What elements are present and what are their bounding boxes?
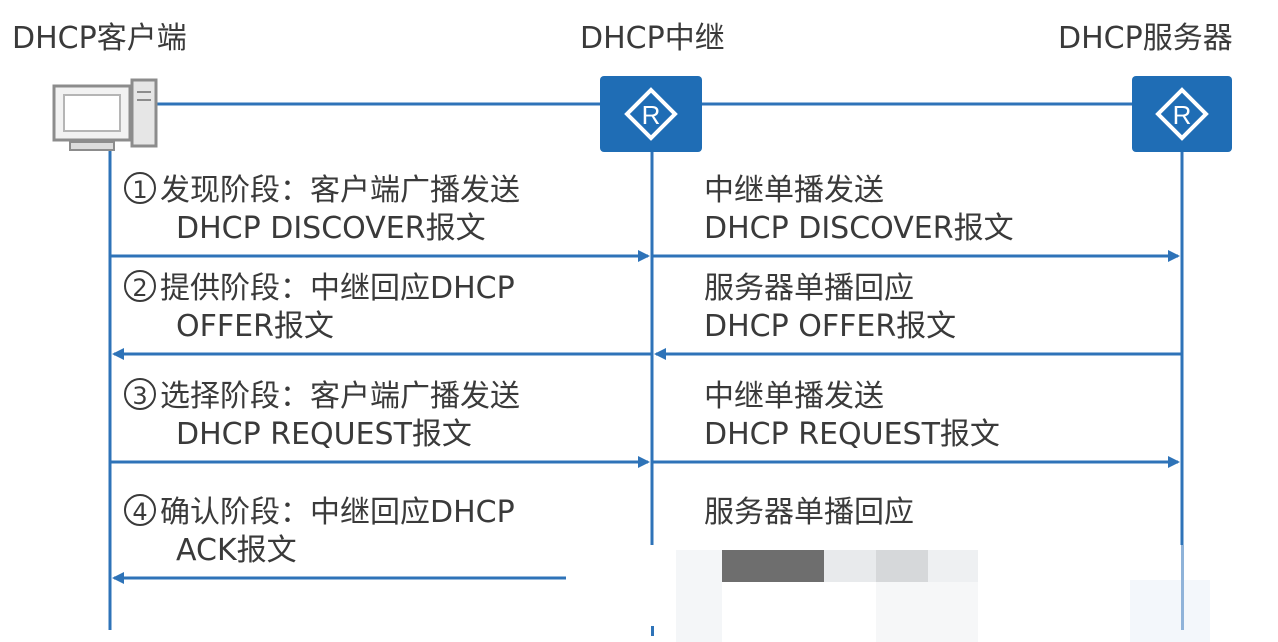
step4-right-text: 服务器单播回应	[704, 495, 914, 530]
watermark-block	[1130, 580, 1210, 642]
step2-number: 2	[124, 270, 156, 302]
watermark-block	[824, 550, 876, 582]
step4-number: 4	[124, 494, 156, 526]
watermark-block	[876, 550, 928, 582]
server-router-letter: R	[1173, 100, 1192, 130]
server-router-icon: R	[1132, 76, 1232, 152]
step1-number: 1	[124, 172, 156, 204]
relay-router-letter: R	[642, 100, 661, 130]
relay-router-icon: R	[600, 76, 702, 152]
client-title: DHCP客户端	[12, 21, 187, 56]
server-lifeline-remnant	[1181, 545, 1184, 630]
computer-icon	[52, 78, 158, 151]
relay-title: DHCP中继	[580, 21, 725, 56]
watermark-block	[722, 550, 824, 582]
watermark-block	[676, 550, 722, 642]
watermark-block	[876, 582, 978, 642]
step2-right-text: 服务器单播回应 DHCP OFFER报文	[704, 271, 957, 344]
server-title: DHCP服务器	[1058, 21, 1233, 56]
watermark-block	[928, 550, 978, 582]
step1-right-text: 中继单播发送 DHCP DISCOVER报文	[704, 173, 1014, 246]
step3-number: 3	[124, 378, 156, 410]
step3-right-text: 中继单播发送 DHCP REQUEST报文	[704, 379, 1000, 452]
relay-lifeline-remnant	[651, 626, 654, 636]
